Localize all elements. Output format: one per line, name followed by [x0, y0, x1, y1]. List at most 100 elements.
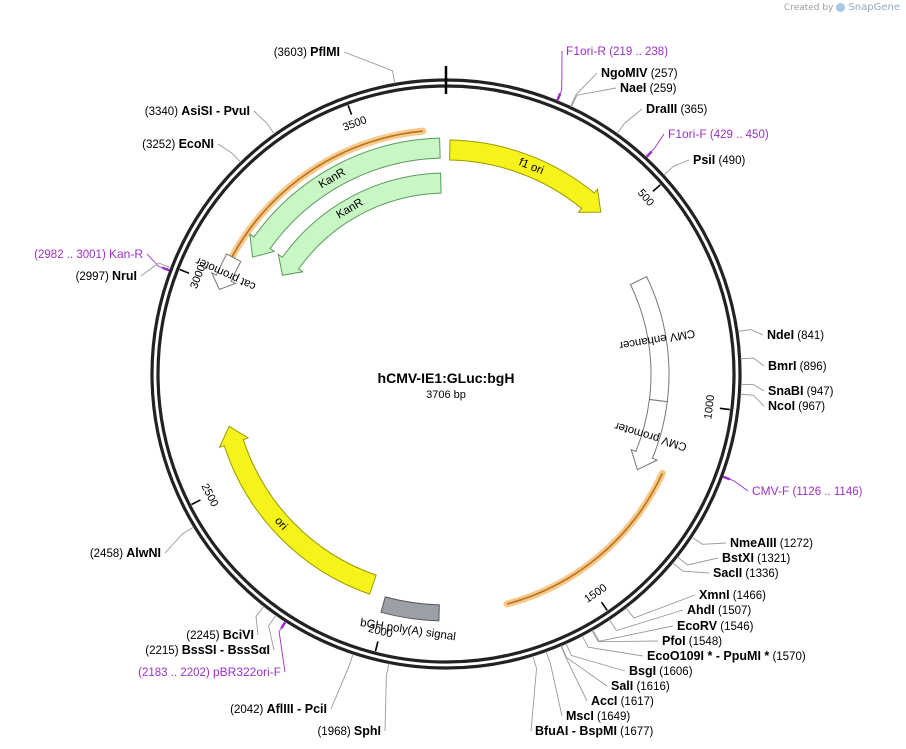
enzyme-label-17: EcoRV (1546) [677, 619, 754, 633]
enzyme-leader-6 [616, 108, 643, 134]
enzyme-label-14: SacII (1336) [713, 566, 779, 580]
enzyme-label-24: BfuAI - BspMI (1677) [535, 724, 654, 738]
tick-mark-2500 [191, 499, 201, 506]
primer-site-4 [161, 266, 171, 272]
enzyme-label-16: AhdI (1507) [687, 603, 751, 617]
enzyme-leader-21 [560, 645, 608, 687]
primer-leader-3 [278, 628, 286, 673]
primer-leader-0 [559, 50, 563, 94]
enzyme-leader-20 [565, 643, 626, 672]
enzyme-label-22: AccI (1617) [591, 694, 654, 708]
primer-label-3: (2183 .. 2202) pBR322ori-F [138, 665, 281, 679]
enzyme-leader-3 [140, 262, 171, 277]
tick-label-3500: 3500 [341, 114, 368, 134]
enzyme-layer: (3603) PflMI (3340) AsiSI - PvuI (3252) Ec… [76, 45, 834, 738]
enzyme-label-23: MscI (1649) [566, 709, 630, 723]
enzyme-label-9: BmrI (896) [768, 359, 827, 373]
enzyme-label-18: PfoI (1548) [662, 634, 722, 648]
enzyme-leader-0 [343, 51, 396, 84]
enzyme-label-27: (2215) BssSI - BssSαI [145, 643, 270, 657]
enzyme-leader-17 [592, 625, 674, 642]
primer-site-2 [722, 475, 731, 481]
feature-bgh [380, 596, 440, 622]
enzyme-label-21: SalI (1616) [611, 679, 670, 693]
enzyme-leader-9 [740, 357, 765, 367]
enzyme-leader-28 [255, 605, 265, 636]
tick-mark-1000 [719, 407, 730, 411]
tick-label-1500: 1500 [582, 582, 609, 606]
tick-label-2000: 2000 [367, 623, 394, 641]
enzyme-label-19: EcoO109I * - PpuMI * (1570) [647, 649, 806, 663]
enzyme-label-20: BsgI (1606) [629, 664, 693, 678]
enzyme-leader-8 [737, 329, 764, 336]
enzyme-leader-16 [608, 609, 684, 632]
enzyme-label-4: NgoMIV (257) [601, 66, 678, 80]
highlight-layer [220, 127, 666, 608]
tick-mark-500 [652, 184, 661, 192]
enzyme-label-26: (2042) AflIII - PciI [230, 702, 327, 716]
enzyme-leader-23 [545, 651, 563, 717]
primer-label-0: F1ori-R (219 .. 238) [566, 44, 668, 58]
plasmid-backbone [150, 66, 742, 670]
primer-site-0 [556, 92, 562, 102]
enzyme-leader-10 [740, 383, 765, 392]
feature-ori [218, 425, 377, 595]
enzyme-leader-13 [677, 556, 719, 566]
enzyme-leader-27 [268, 614, 277, 651]
feature-cat-prom [210, 253, 242, 291]
tick-mark-3500 [347, 104, 353, 115]
enzyme-leader-19 [581, 635, 644, 657]
feature-kanr-outer [249, 137, 441, 258]
primer-leader-2 [729, 478, 749, 492]
enzyme-label-28: (2245) BciVI [186, 628, 254, 642]
feature-kanr-inner [277, 172, 442, 276]
snapgene-logo-icon [836, 3, 846, 12]
primer-site-3 [280, 620, 287, 629]
enzyme-leader-2 [217, 143, 242, 163]
feature-f1ori [449, 139, 602, 213]
tick-mark-2000 [374, 641, 379, 652]
feature-label-bgh: bGH poly(A) signal [359, 617, 456, 643]
primer-label-1: F1ori-F (429 .. 450) [668, 127, 769, 141]
enzyme-leader-4 [570, 72, 598, 107]
enzyme-label-12: NmeAIII (1272) [730, 536, 813, 550]
highlight-line [222, 130, 423, 274]
primer-layer: F1ori-R (219 .. 238) F1ori-F (429 .. 450)… [34, 44, 862, 679]
enzyme-label-2: (3252) EcoNI [142, 137, 214, 151]
enzyme-label-6: DraIII (365) [646, 102, 707, 116]
enzyme-label-0: (3603) PflMI [274, 45, 340, 59]
snapgene-watermark: Created by SnapGene [784, 2, 900, 13]
enzyme-label-10: SnaBI (947) [768, 384, 834, 398]
plasmid-name: hCMV-IE1:GLuc:bgH [378, 370, 515, 386]
feature-cmv-prom [630, 398, 668, 471]
tick-label-2500: 2500 [198, 482, 220, 509]
enzyme-leader-11 [740, 393, 765, 407]
enzyme-leader-7 [663, 159, 690, 176]
watermark-prefix: Created by [783, 2, 834, 13]
enzyme-leader-15 [625, 594, 696, 619]
watermark-brand: SnapGene [848, 2, 900, 13]
enzyme-leader-12 [691, 536, 727, 545]
enzyme-leader-29 [164, 526, 194, 554]
primer-label-2: CMV-F (1126 .. 1146) [752, 484, 863, 498]
enzyme-label-25: (1968) SphI [317, 724, 381, 738]
tick-label-1000: 1000 [702, 394, 717, 420]
enzyme-leader-25 [384, 663, 390, 732]
enzyme-label-29: (2458) AlwNI [90, 546, 161, 560]
highlight-glow [503, 469, 666, 608]
tick-mark-3000 [179, 268, 190, 274]
primer-label-4: (2982 .. 3001) Kan-R [34, 247, 143, 261]
enzyme-label-8: NdeI (841) [767, 328, 824, 342]
primer-leader-1 [651, 133, 665, 152]
highlight-line [506, 472, 664, 605]
enzyme-leader-14 [672, 562, 710, 574]
primer-leader-4 [146, 253, 163, 269]
enzyme-label-3: (2997) NruI [76, 269, 137, 283]
enzyme-label-7: PsiI (490) [693, 153, 745, 167]
enzyme-leader-22 [560, 645, 588, 702]
enzyme-label-1: (3340) AsiSI - PvuI [145, 104, 250, 118]
enzyme-leader-24 [530, 655, 538, 732]
primer-site-1 [645, 150, 653, 159]
plasmid-length: 3706 bp [426, 389, 466, 401]
